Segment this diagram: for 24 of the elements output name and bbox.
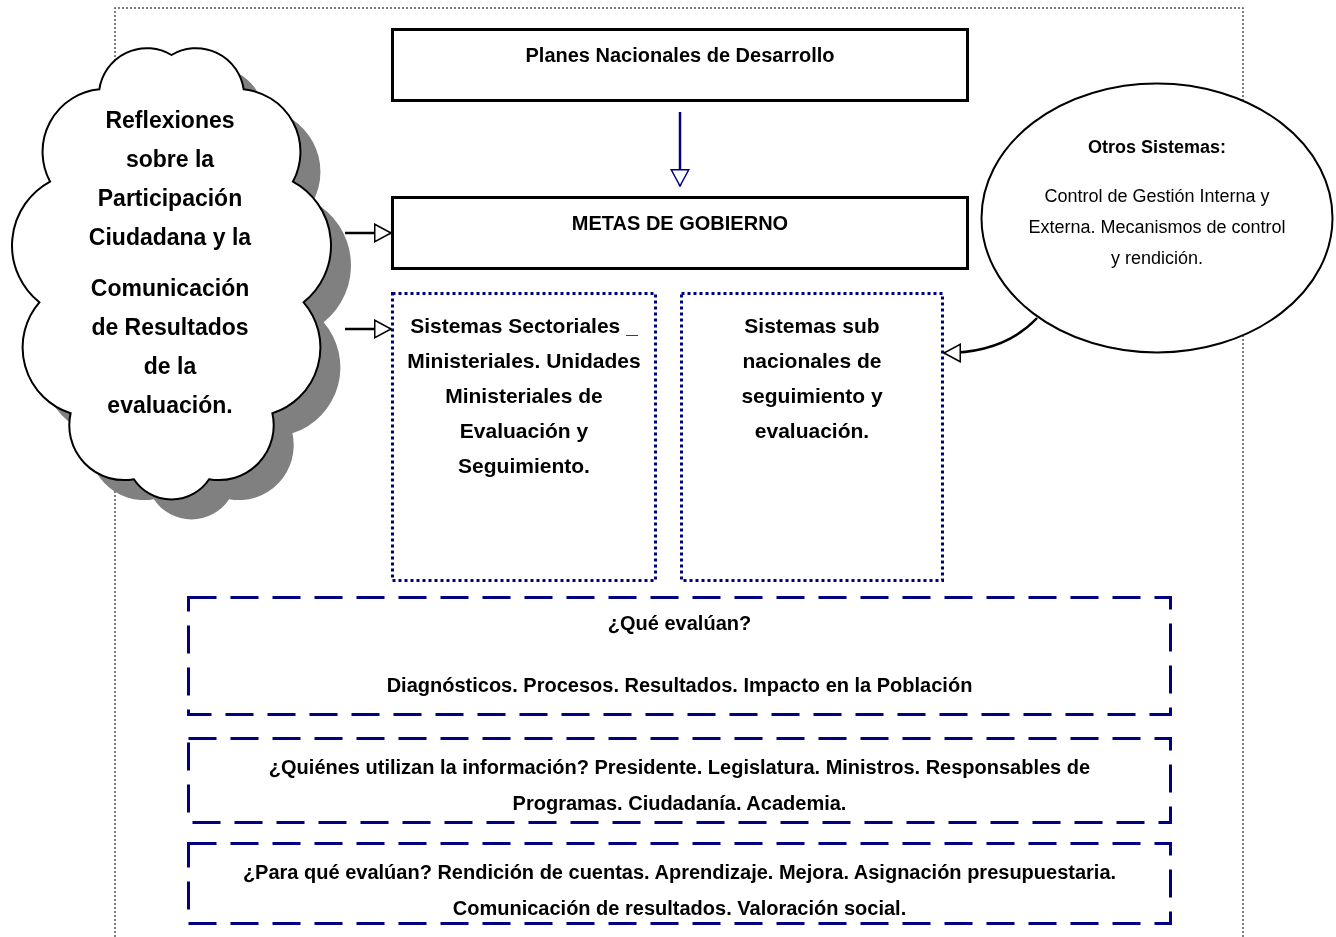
node-text: Otros Sistemas: bbox=[1087, 136, 1227, 159]
process-box bbox=[391, 28, 969, 102]
dashed-box bbox=[187, 842, 1172, 925]
block-arrow bbox=[943, 317, 1038, 363]
dotted-box bbox=[391, 292, 657, 582]
node-text: Control de Gestión Interna y Externa. Mecanismos de control y rendición. bbox=[1028, 185, 1286, 270]
dashed-box bbox=[187, 737, 1172, 824]
node-text: Reflexiones sobre la Participación Ciudadana y la bbox=[87, 105, 253, 252]
dotted-box bbox=[680, 292, 944, 582]
block-arrow bbox=[345, 223, 392, 243]
dashed-box bbox=[187, 596, 1172, 716]
oval-shape bbox=[980, 82, 1334, 354]
node-text: Sistemas Sectoriales _ Ministeriales. Unidades Ministeriales de Evaluación y Seguimiento. bbox=[406, 313, 642, 479]
node-text: Diagnósticos. Procesos. Resultados. Impacto en la Población bbox=[386, 673, 973, 698]
block-arrow bbox=[670, 112, 690, 187]
node-text: METAS DE GOBIERNO bbox=[571, 211, 789, 236]
node-text: ¿Qué evalúan? bbox=[607, 611, 752, 636]
process-box bbox=[391, 196, 969, 270]
node-text: Planes Nacionales de Desarrollo bbox=[525, 43, 835, 68]
node-text: ¿Para qué evalúan? Rendición de cuentas. Aprendizaje. Mejora. Asignación presupuestaria. Comunicación de resultados. Valoración social. bbox=[241, 860, 1118, 921]
node-text: Sistemas sub nacionales de seguimiento y evaluación. bbox=[740, 313, 884, 444]
node-text: ¿Quiénes utilizan la información? Presidente. Legislatura. Ministros. Responsables de Programas. Ciudadanía. Academia. bbox=[267, 755, 1092, 816]
block-arrow bbox=[345, 319, 392, 339]
node-text: Comunicación de Resultados de la evaluación. bbox=[89, 273, 251, 420]
